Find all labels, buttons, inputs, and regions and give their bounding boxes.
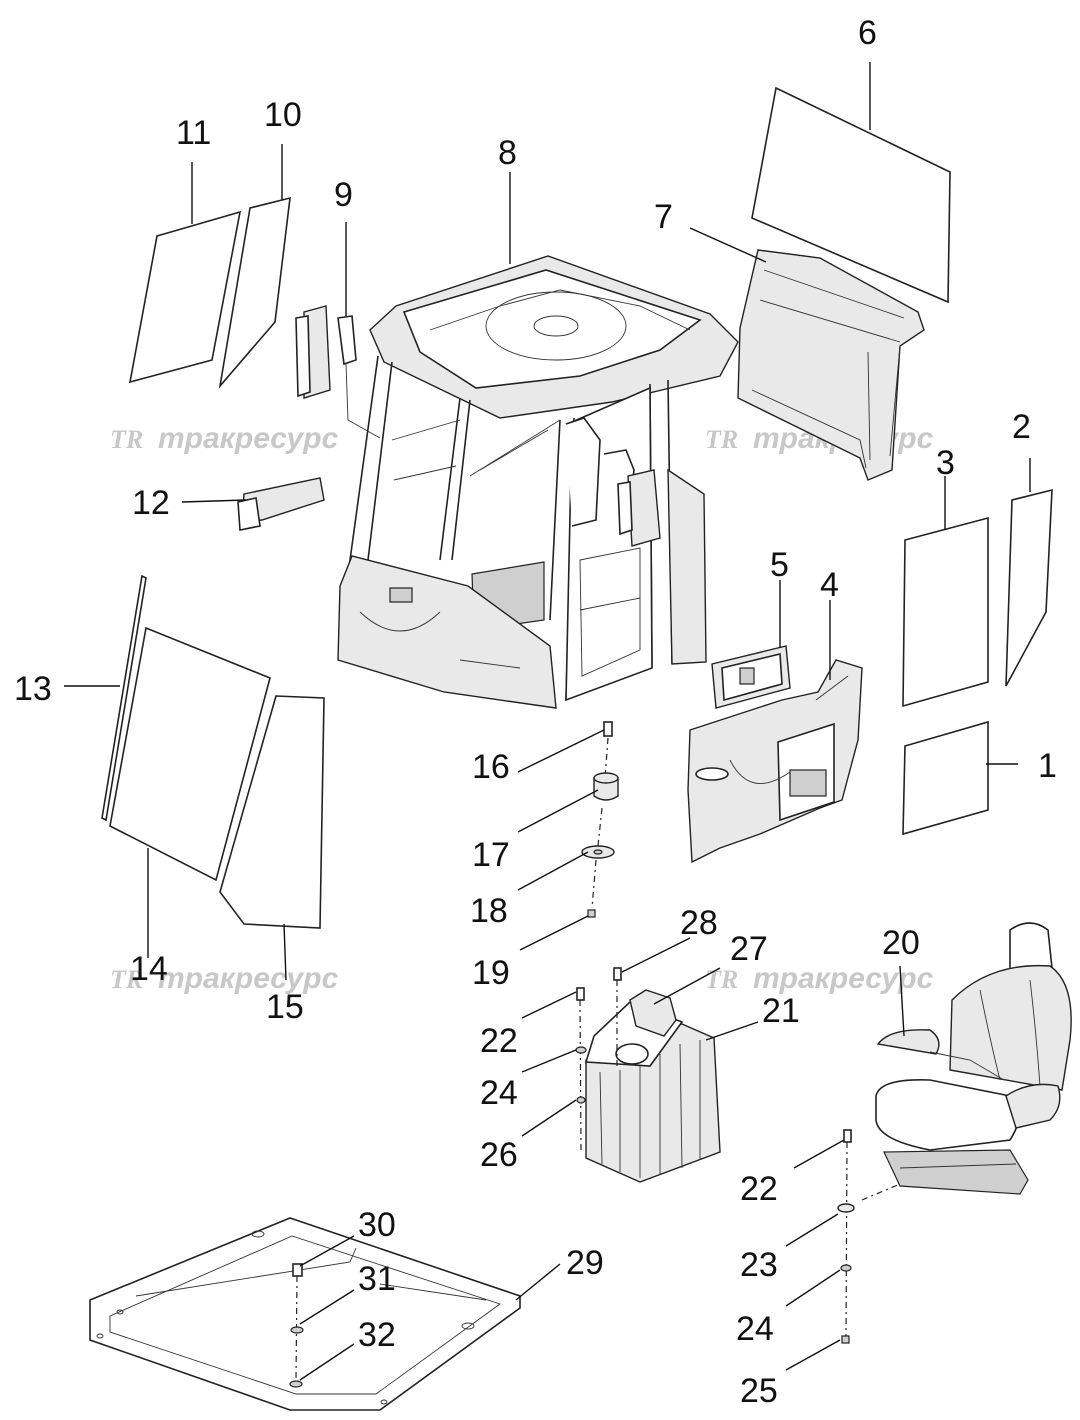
part-13-seal — [101, 574, 147, 822]
callout-12: 12 — [132, 484, 170, 522]
callout-24b: 24 — [736, 1310, 774, 1348]
part-4-side-console — [687, 659, 863, 864]
callout-labels: 1 2 3 4 5 6 7 8 9 10 11 12 13 14 15 16 1… — [14, 14, 1057, 1410]
watermark-1: TR тракресурс — [110, 422, 339, 455]
watermark-logo: TR — [110, 425, 143, 454]
callout-5: 5 — [770, 546, 789, 584]
part-6-glass — [751, 86, 951, 304]
watermark-text: тракресурс — [158, 962, 339, 995]
callout-6: 6 — [858, 14, 877, 52]
part-2-glass — [1005, 488, 1053, 687]
callout-4: 4 — [820, 566, 839, 604]
callout-16: 16 — [472, 748, 510, 786]
watermark-logo: TR — [705, 965, 738, 994]
part-14-glass — [109, 626, 271, 882]
part-29-floor-plate — [89, 1217, 521, 1411]
part-3-glass — [902, 516, 989, 708]
watermark-4: TR тракресурс — [705, 962, 934, 995]
callout-31: 31 — [358, 1260, 396, 1298]
callout-24: 24 — [480, 1074, 518, 1112]
callout-26: 26 — [480, 1136, 518, 1174]
callout-28: 28 — [680, 904, 718, 942]
watermark-text: тракресурс — [158, 422, 339, 455]
callout-7: 7 — [654, 198, 673, 236]
callout-3: 3 — [936, 444, 955, 482]
callout-27: 27 — [730, 930, 768, 968]
callout-13: 13 — [14, 670, 52, 708]
callout-1: 1 — [1038, 747, 1057, 785]
callout-11: 11 — [176, 114, 211, 152]
part-1-glass — [902, 720, 989, 836]
callout-32: 32 — [358, 1316, 396, 1354]
callout-14: 14 — [130, 950, 168, 988]
callout-21: 21 — [762, 992, 800, 1030]
part-9-mirror — [295, 305, 381, 439]
callout-15: 15 — [266, 988, 304, 1026]
callout-19: 19 — [472, 954, 510, 992]
part-7-rear-panel — [737, 249, 925, 481]
parts-22-25-fasteners — [837, 1129, 901, 1344]
callout-10: 10 — [264, 96, 302, 134]
part-10-glass — [218, 196, 291, 389]
watermark-logo: TR — [705, 425, 738, 454]
part-11-glass — [128, 210, 242, 384]
part-5-panel — [711, 645, 791, 709]
part-20-seat — [875, 922, 1072, 1195]
leader-lines — [64, 62, 1031, 1381]
callout-8: 8 — [498, 134, 517, 172]
callout-20: 20 — [882, 924, 920, 962]
parts-30-32-fasteners — [289, 1263, 304, 1388]
callout-23: 23 — [740, 1246, 778, 1284]
callout-17: 17 — [472, 836, 510, 874]
part-15-glass — [219, 695, 325, 929]
callout-30: 30 — [358, 1206, 396, 1244]
callout-9: 9 — [334, 176, 353, 214]
parts-16-19-mount — [581, 721, 619, 918]
callout-18: 18 — [470, 892, 508, 930]
part-8-cab-frame — [337, 255, 739, 709]
watermark-3: TR тракресурс — [110, 962, 339, 995]
callout-22: 22 — [480, 1022, 518, 1060]
callout-22b: 22 — [740, 1170, 778, 1208]
part-27-cap — [629, 989, 677, 1037]
callout-25: 25 — [740, 1372, 778, 1410]
watermark-text: тракресурс — [753, 962, 934, 995]
callout-2: 2 — [1012, 408, 1031, 446]
watermark-logo: TR — [110, 965, 143, 994]
part-12-bracket — [237, 477, 325, 531]
part-9-mirror-right — [617, 469, 661, 547]
callout-29: 29 — [566, 1244, 604, 1282]
